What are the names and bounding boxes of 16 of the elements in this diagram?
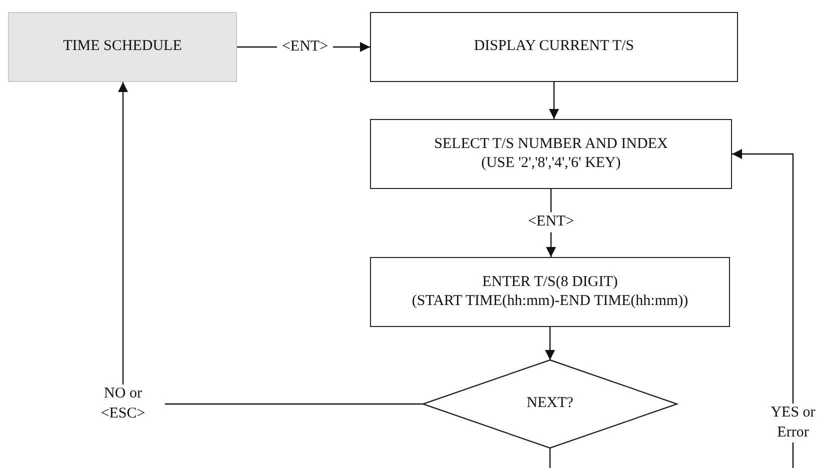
arrow — [549, 82, 559, 119]
process-box — [370, 119, 732, 189]
connector-line — [549, 448, 551, 468]
node-text: ENTER T/S(8 DIGIT) — [482, 272, 618, 292]
node-text: (START TIME(hh:mm)-END TIME(hh:mm)) — [412, 292, 688, 311]
node-text: TIME SCHEDULE — [63, 37, 182, 56]
menu-box — [8, 12, 237, 82]
process-box — [370, 257, 730, 327]
node-text: DISPLAY CURRENT T/S — [474, 37, 634, 56]
arrow — [118, 82, 423, 405]
node-text: SELECT T/S NUMBER AND INDEX — [434, 134, 668, 154]
node-text: NEXT? — [526, 394, 574, 414]
arrow — [545, 327, 555, 360]
process-box — [370, 12, 738, 82]
arrow — [732, 149, 794, 468]
node-text: (USE '2','8','4','6' KEY) — [481, 154, 621, 173]
